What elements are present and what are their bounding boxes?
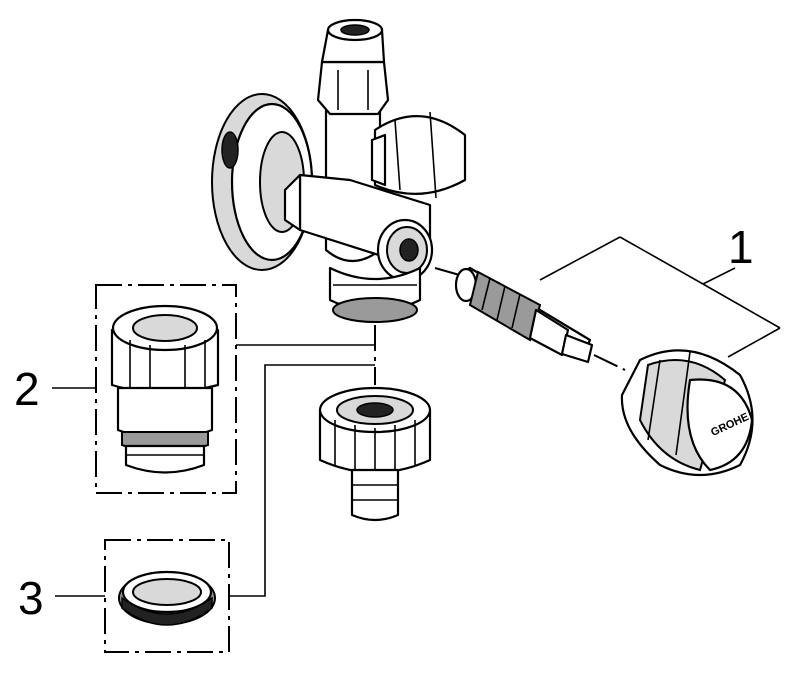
handwheel-cap: GROHE: [620, 349, 754, 477]
part-2-box: [95, 284, 237, 494]
callout-3: 3: [18, 572, 44, 624]
angle-valve-body: [211, 18, 467, 323]
connector-leader-lines: [229, 344, 375, 597]
callout-1: 1: [728, 221, 754, 273]
part-3-box: [104, 539, 230, 653]
hose-connector: [318, 325, 432, 522]
valve-cartridge: [434, 266, 626, 371]
leader-lines-part-1: [539, 236, 781, 358]
callout-2: 2: [14, 363, 40, 415]
